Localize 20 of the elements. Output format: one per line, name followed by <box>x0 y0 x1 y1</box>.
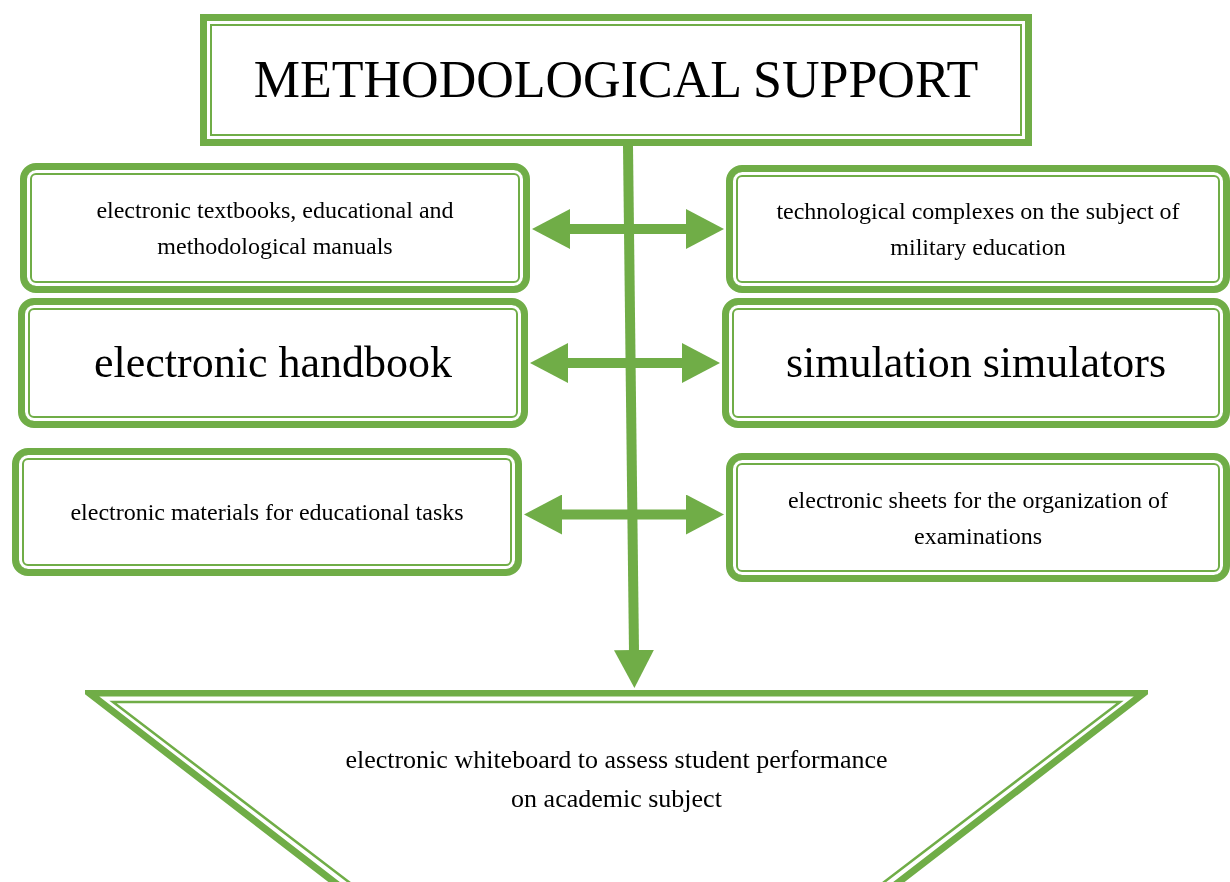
node-label: electronic sheets for the organization of examinations <box>786 485 1170 551</box>
process-box <box>20 163 530 293</box>
arrow <box>614 145 654 688</box>
process-box <box>12 448 522 576</box>
arrow <box>532 209 724 249</box>
process-box <box>722 298 1230 428</box>
arrow <box>524 494 724 535</box>
node-label: electronic whiteboard to assess student performance on academic subject <box>344 744 889 815</box>
node-label: simulation simulators <box>784 337 1168 389</box>
node-label: electronic materials for educational tasks <box>69 498 465 527</box>
arrow <box>530 343 720 383</box>
title: METHODOLOGICAL SUPPORT <box>252 50 980 110</box>
node-label: technological complexes on the subject of military education <box>775 197 1181 262</box>
title-box <box>200 14 1032 146</box>
process-box <box>726 165 1230 293</box>
process-box <box>726 453 1230 582</box>
node-label: electronic textbooks, educational and methodological manuals <box>95 196 455 261</box>
trapezoid-box <box>85 690 1148 882</box>
node-label: electronic handbook <box>93 337 453 389</box>
process-box <box>18 298 528 428</box>
